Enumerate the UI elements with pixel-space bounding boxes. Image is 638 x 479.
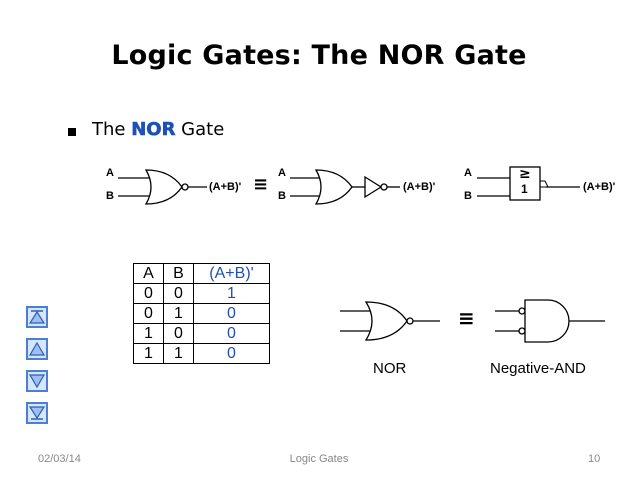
header-a: A: [133, 263, 164, 284]
equiv-symbol-1: ≡: [253, 174, 269, 195]
gate2-input-b: B: [278, 190, 286, 202]
cell-output: 0: [193, 343, 270, 364]
cell-output: 0: [193, 303, 270, 324]
cell-output: 1: [193, 283, 270, 304]
table-row: 1 0 0: [133, 323, 270, 344]
cell-a: 1: [133, 323, 164, 344]
cell-a: 0: [133, 283, 164, 304]
last-icon: [28, 406, 46, 420]
iec-one-symbol: 1: [521, 182, 528, 196]
header-output: (A+B)': [193, 263, 270, 284]
gate3-input-a: A: [464, 167, 472, 179]
bullet-prefix: The: [92, 119, 132, 140]
bullet-highlight: NOR: [131, 119, 176, 141]
cell-b: 1: [163, 303, 194, 324]
footer-center: Logic Gates: [289, 453, 349, 465]
not-gate-symbol: [364, 175, 400, 199]
cell-b: 0: [163, 283, 194, 304]
negative-and-label: Negative-AND: [490, 360, 586, 377]
gate1-output: (A+B)': [209, 181, 242, 193]
or-gate-symbol: [290, 169, 365, 205]
iec-nor-symbol: [477, 166, 580, 201]
table-row: 0 1 0: [133, 303, 270, 324]
iec-ge-symbol: ≥: [519, 166, 531, 182]
gate1-input-a: A: [106, 167, 114, 179]
nor-gate-large: [340, 301, 440, 341]
first-icon: [28, 310, 46, 324]
footer-page-number: 10: [588, 453, 601, 465]
gate2-input-a: A: [278, 167, 286, 179]
cell-b: 1: [163, 343, 194, 364]
previous-slide-button[interactable]: [26, 338, 48, 360]
next-slide-button[interactable]: [26, 370, 48, 392]
nor-label: NOR: [373, 360, 407, 377]
cell-a: 1: [133, 343, 164, 364]
gate3-input-b: B: [464, 190, 472, 202]
equiv-symbol-2: ≡: [458, 306, 475, 330]
truth-table: A B (A+B)' 0 0 1 0 1 0 1 0 0 1 1 0: [133, 263, 270, 364]
nor-gate-symbol: [118, 169, 207, 205]
footer-date: 02/03/14: [38, 453, 81, 465]
negative-and-gate: [495, 299, 605, 343]
bullet-text: The NOR Gate: [92, 119, 225, 141]
bullet-marker: [68, 128, 76, 136]
cell-b: 0: [163, 323, 194, 344]
first-slide-button[interactable]: [26, 306, 48, 328]
header-b: B: [163, 263, 194, 284]
cell-a: 0: [133, 303, 164, 324]
table-row: 1 1 0: [133, 343, 270, 364]
truth-table-header: A B (A+B)': [133, 263, 270, 284]
bullet-suffix: Gate: [175, 119, 225, 140]
previous-icon: [28, 341, 46, 356]
gate1-input-b: B: [106, 190, 114, 202]
cell-output: 0: [193, 323, 270, 344]
slide-title: Logic Gates: The NOR Gate: [111, 40, 527, 71]
next-icon: [28, 374, 46, 389]
gate2-output: (A+B)': [403, 181, 436, 193]
gate3-output: (A+B)': [583, 181, 616, 193]
last-slide-button[interactable]: [26, 402, 48, 424]
table-row: 0 0 1: [133, 283, 270, 304]
